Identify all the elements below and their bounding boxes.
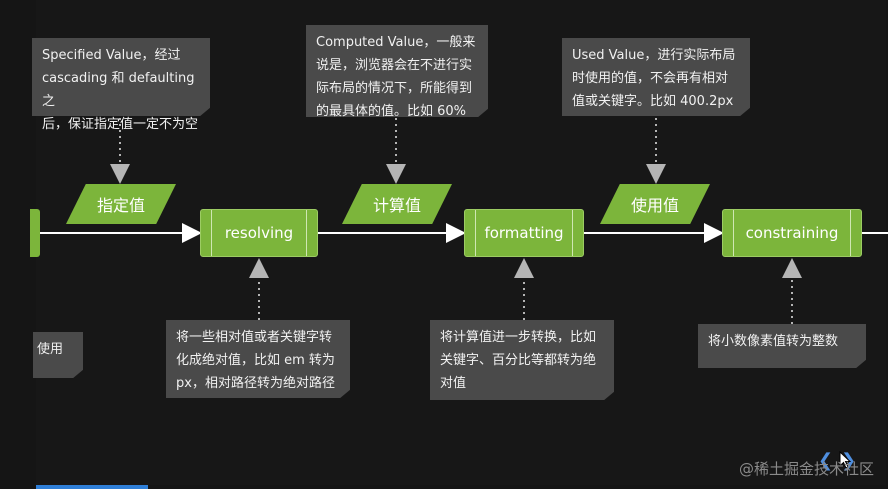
progress-bar	[36, 485, 148, 489]
cutoff-process-box	[30, 209, 40, 257]
chevron-left-icon[interactable]: ❮	[818, 450, 834, 471]
mouse-cursor-icon	[839, 451, 852, 469]
watermark: @稀土掘金技术社区	[738, 460, 874, 478]
specified-value-label: 指定值	[96, 196, 145, 215]
used-value-label: 使用值	[630, 196, 679, 215]
formatting-step: formatting	[464, 209, 584, 257]
used-value-node: 使用值	[600, 184, 710, 224]
resolving-step: resolving	[200, 209, 318, 257]
note-used-value: Used Value，进行实际布局 时使用的值，不会再有相对 值或关键字。比如 …	[562, 38, 750, 116]
note-left-fragment: 使用	[33, 332, 83, 378]
computed-value-node: 计算值	[342, 184, 452, 224]
note-constraining: 将小数像素值转为整数	[698, 324, 866, 368]
note-resolving: 将一些相对值或者关键字转 化成绝对值，比如 em 转为 px，相对路径转为绝对路…	[166, 320, 350, 398]
note-specified-value: Specified Value，经过 cascading 和 defaultin…	[32, 38, 210, 132]
specified-value-node: 指定值	[66, 184, 176, 224]
note-formatting: 将计算值进一步转换，比如 关键字、百分比等都转为绝 对值	[430, 320, 614, 400]
computed-value-label: 计算值	[372, 196, 421, 215]
constraining-step: constraining	[722, 209, 862, 257]
note-computed-value: Computed Value，一般来 说是，浏览器会在不进行实 际布局的情况下，…	[306, 25, 488, 119]
